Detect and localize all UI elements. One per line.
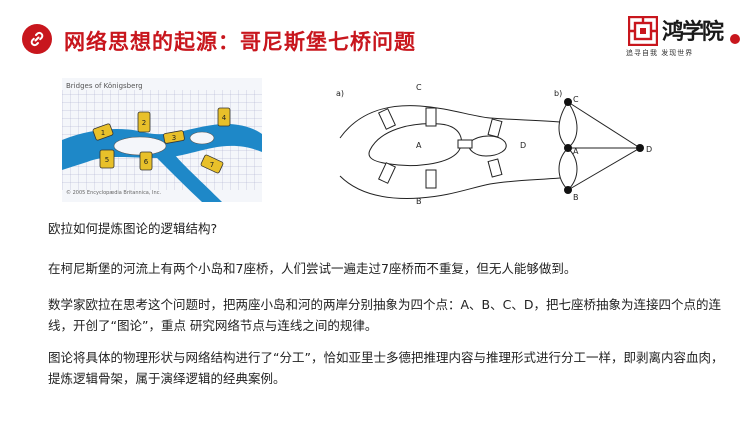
logo-name: 鸿学院 xyxy=(662,19,724,45)
schematic-label-b: B xyxy=(416,197,422,206)
graph-edges xyxy=(558,101,641,191)
island-a xyxy=(113,136,167,156)
bridge-6: 6 xyxy=(139,151,153,171)
page-title: 网络思想的起源：哥尼斯堡七桥问题 xyxy=(64,30,416,54)
panel-a-label: a) xyxy=(336,89,344,98)
svg-text:1: 1 xyxy=(101,129,105,137)
link-icon xyxy=(22,24,52,54)
svg-text:7: 7 xyxy=(210,161,214,169)
konigsberg-map-svg: 1 2 3 4 5 6 7 xyxy=(62,90,262,202)
bridge-4: 4 xyxy=(217,107,231,127)
schematic-label-d: D xyxy=(520,141,526,150)
konigsberg-illustration: 1 2 3 4 5 6 7 Bridges of Königsberg © 20… xyxy=(62,78,262,202)
euler-graph-diagram: a) C A B D b) C A B D xyxy=(336,83,652,206)
schematic-label-c: C xyxy=(416,83,422,92)
logo-tagline: 追寻自我 发现世界 xyxy=(626,49,694,57)
svg-text:5: 5 xyxy=(105,156,109,164)
svg-text:6: 6 xyxy=(144,158,149,166)
paragraph-problem: 在柯尼斯堡的河流上有两个小岛和7座桥，人们尝试一遍走过7座桥而不重复，但无人能够… xyxy=(48,261,577,276)
illustration-caption: Bridges of Königsberg xyxy=(66,82,143,90)
svg-text:3: 3 xyxy=(172,134,176,142)
graph-label-c: C xyxy=(573,95,579,104)
bridge-2: 2 xyxy=(137,111,151,133)
river-branch xyxy=(157,154,222,202)
bridge-5: 5 xyxy=(99,149,115,169)
schematic-bridges xyxy=(378,107,503,189)
svg-text:2: 2 xyxy=(142,119,146,127)
schematic-river xyxy=(339,105,561,199)
paragraph-graph-theory: 图论将具体的物理形状与网络结构进行了“分工”，恰如亚里士多德把推理内容与推理形式… xyxy=(48,350,724,386)
bridge-3: 3 xyxy=(163,130,185,144)
bridge-7: 7 xyxy=(200,154,224,174)
bridge-1: 1 xyxy=(92,123,114,141)
panel-b-label: b) xyxy=(554,89,562,98)
island-b xyxy=(189,131,215,145)
paragraph-euler: 数学家欧拉在思考这个问题时，把两座小岛和河的两岸分别抽象为四个点：A、B、C、D… xyxy=(48,297,721,333)
question-text: 欧拉如何提炼图论的逻辑结构? xyxy=(48,221,218,236)
graph-label-d: D xyxy=(646,145,652,154)
graph-label-b: B xyxy=(573,193,579,202)
illustration-copyright: © 2005 Encyclopædia Britannica, Inc. xyxy=(66,190,162,196)
graph-nodes xyxy=(564,98,644,194)
logo-mark-icon xyxy=(628,16,658,46)
graph-label-a: A xyxy=(573,147,579,156)
schematic-label-a: A xyxy=(416,141,422,150)
brand-logo: 鸿学院 追寻自我 发现世界 xyxy=(618,14,742,60)
logo-seal-icon xyxy=(730,34,740,44)
svg-text:4: 4 xyxy=(222,114,227,122)
